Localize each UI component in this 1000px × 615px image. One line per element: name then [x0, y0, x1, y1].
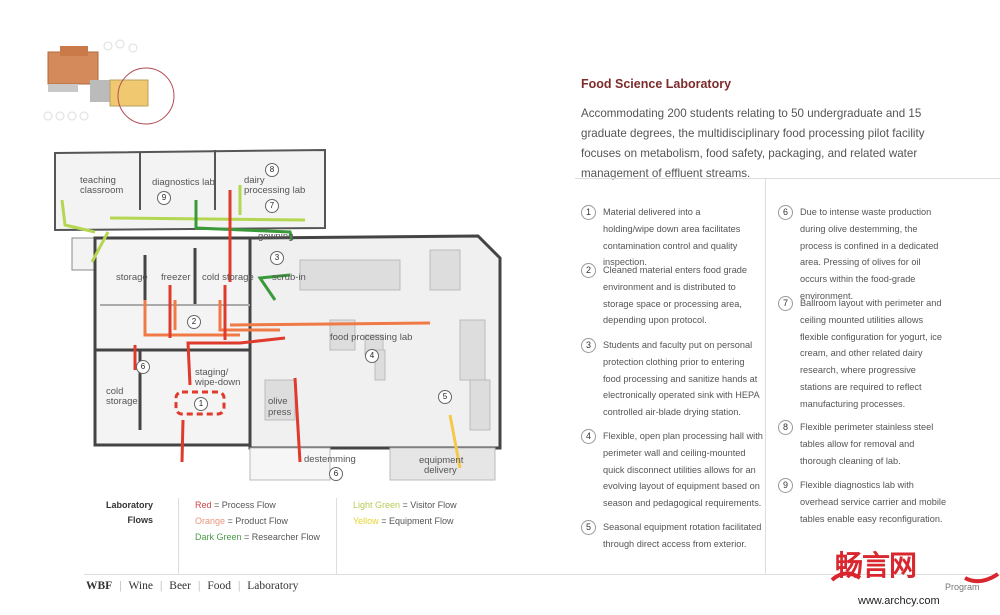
page-title: Food Science Laboratory: [581, 77, 732, 91]
room-label-processing-lab: processing lab: [244, 185, 306, 196]
divider: [575, 178, 1000, 179]
marker-5: 5: [438, 390, 452, 404]
room-label-diagnostics-lab: diagnostics lab: [152, 177, 215, 188]
room-label-wipe-down: wipe-down: [195, 377, 241, 388]
footer-nav: WBF|Wine|Beer|Food|Laboratory: [86, 580, 299, 592]
intro-paragraph: Accommodating 200 students relating to 5…: [581, 107, 925, 180]
room-label-cold-storage: cold storage: [202, 272, 254, 283]
room-label-olive: olive: [268, 396, 288, 407]
room-label-delivery: delivery: [424, 465, 457, 476]
room-label-storage-lower: storage: [106, 396, 138, 407]
legend-title-1: Laboratory: [106, 500, 154, 510]
footer-item-laboratory[interactable]: Laboratory: [247, 580, 299, 592]
room-label-classroom: classroom: [80, 185, 124, 196]
flow-arrows: [60, 185, 462, 469]
site-key-map: [43, 39, 175, 125]
marker-4: 4: [365, 349, 379, 363]
marker-3: 3: [270, 251, 284, 265]
footer-item-beer[interactable]: Beer: [169, 580, 191, 592]
legend-item-orange: Orange = Product Flow: [195, 516, 288, 526]
footer-rule: [84, 574, 1000, 575]
room-label-freezer: freezer: [161, 272, 191, 283]
building-walls: [54, 148, 502, 481]
legend-divider-1: [178, 498, 179, 574]
room-label-teaching: teaching: [80, 175, 116, 186]
room-label-storage: storage: [116, 272, 148, 283]
room-label-staging: staging/: [195, 367, 229, 378]
marker-2: 2: [187, 315, 201, 329]
marker-8: 8: [265, 163, 279, 177]
footer-item-wine[interactable]: Wine: [128, 580, 153, 592]
legend-item-red: Red = Process Flow: [195, 500, 276, 510]
legend-title-2: Flows: [127, 515, 153, 525]
column-divider: [765, 178, 766, 575]
watermark-program: Program: [945, 582, 980, 592]
room-label-gowning: gowning: [258, 231, 294, 242]
room-label-destemming: destemming: [304, 454, 356, 465]
room-label-equipment: equipment: [419, 455, 464, 466]
room-label-dairy: dairy: [244, 175, 265, 186]
room-label-scrub-in: scrub-in: [272, 272, 306, 283]
marker-6: 6: [136, 360, 150, 374]
watermark-logo: 畅言网: [835, 549, 917, 582]
room-label-cold: cold: [106, 386, 124, 397]
footer-item-food[interactable]: Food: [207, 580, 231, 592]
legend-item-yellow: Yellow = Equipment Flow: [353, 516, 454, 526]
marker-9: 9: [157, 191, 171, 205]
floor-plan: [54, 148, 502, 481]
marker-7: 7: [265, 199, 279, 213]
footer-item-wbf[interactable]: WBF: [86, 580, 113, 592]
room-label-press: press: [268, 407, 292, 418]
legend-item-light-green: Light Green = Visitor Flow: [353, 500, 457, 510]
room-label-food-processing-lab: food processing lab: [330, 332, 413, 343]
marker-1: 1: [194, 397, 208, 411]
watermark-url: www.archcy.com: [858, 595, 940, 607]
legend-item-dark-green: Dark Green = Researcher Flow: [195, 532, 320, 542]
watermark-swoosh: [830, 571, 1000, 584]
marker-6-destemming: 6: [329, 467, 343, 481]
legend-divider-2: [336, 498, 337, 574]
